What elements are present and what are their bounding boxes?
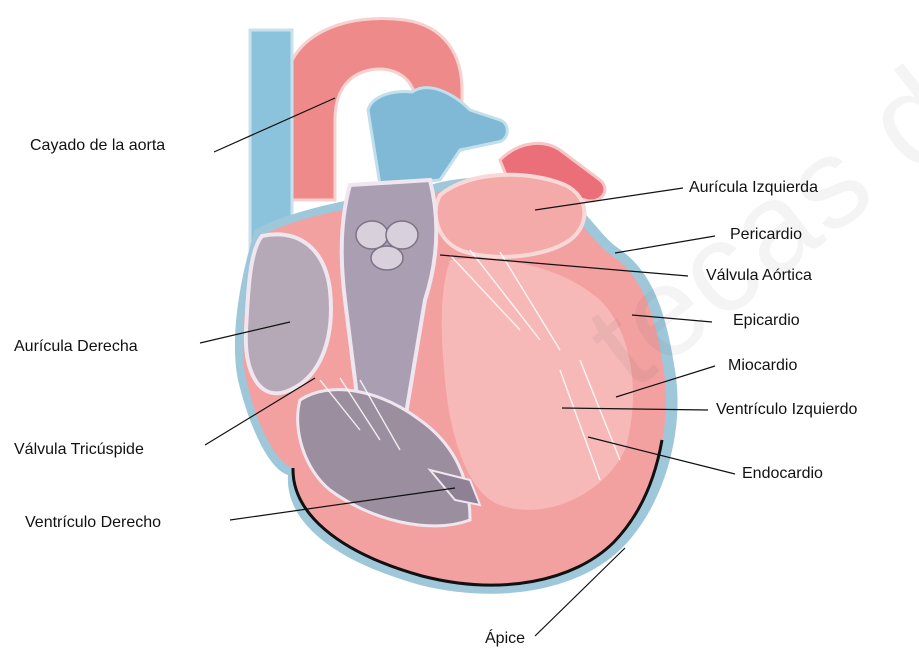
- label-pericardio: Pericardio: [730, 226, 802, 244]
- label-cayado-aorta: Cayado de la aorta: [30, 137, 165, 155]
- label-auricula-izquierda: Aurícula Izquierda: [689, 179, 818, 197]
- label-endocardio: Endocardio: [742, 465, 823, 483]
- label-apice: Ápice: [485, 630, 525, 648]
- label-ventriculo-derecho: Ventrículo Derecho: [25, 514, 161, 532]
- label-epicardio: Epicardio: [733, 312, 800, 330]
- label-valvula-tricuspide: Válvula Tricúspide: [14, 441, 144, 459]
- left-atrium: [436, 175, 585, 257]
- label-auricula-derecha: Aurícula Derecha: [14, 338, 138, 356]
- label-valvula-aortica: Válvula Aórtica: [706, 267, 812, 285]
- label-ventriculo-izquierdo: Ventrículo Izquierdo: [716, 401, 857, 419]
- pulmonary-trunk: [368, 88, 507, 185]
- label-miocardio: Miocardio: [728, 357, 797, 375]
